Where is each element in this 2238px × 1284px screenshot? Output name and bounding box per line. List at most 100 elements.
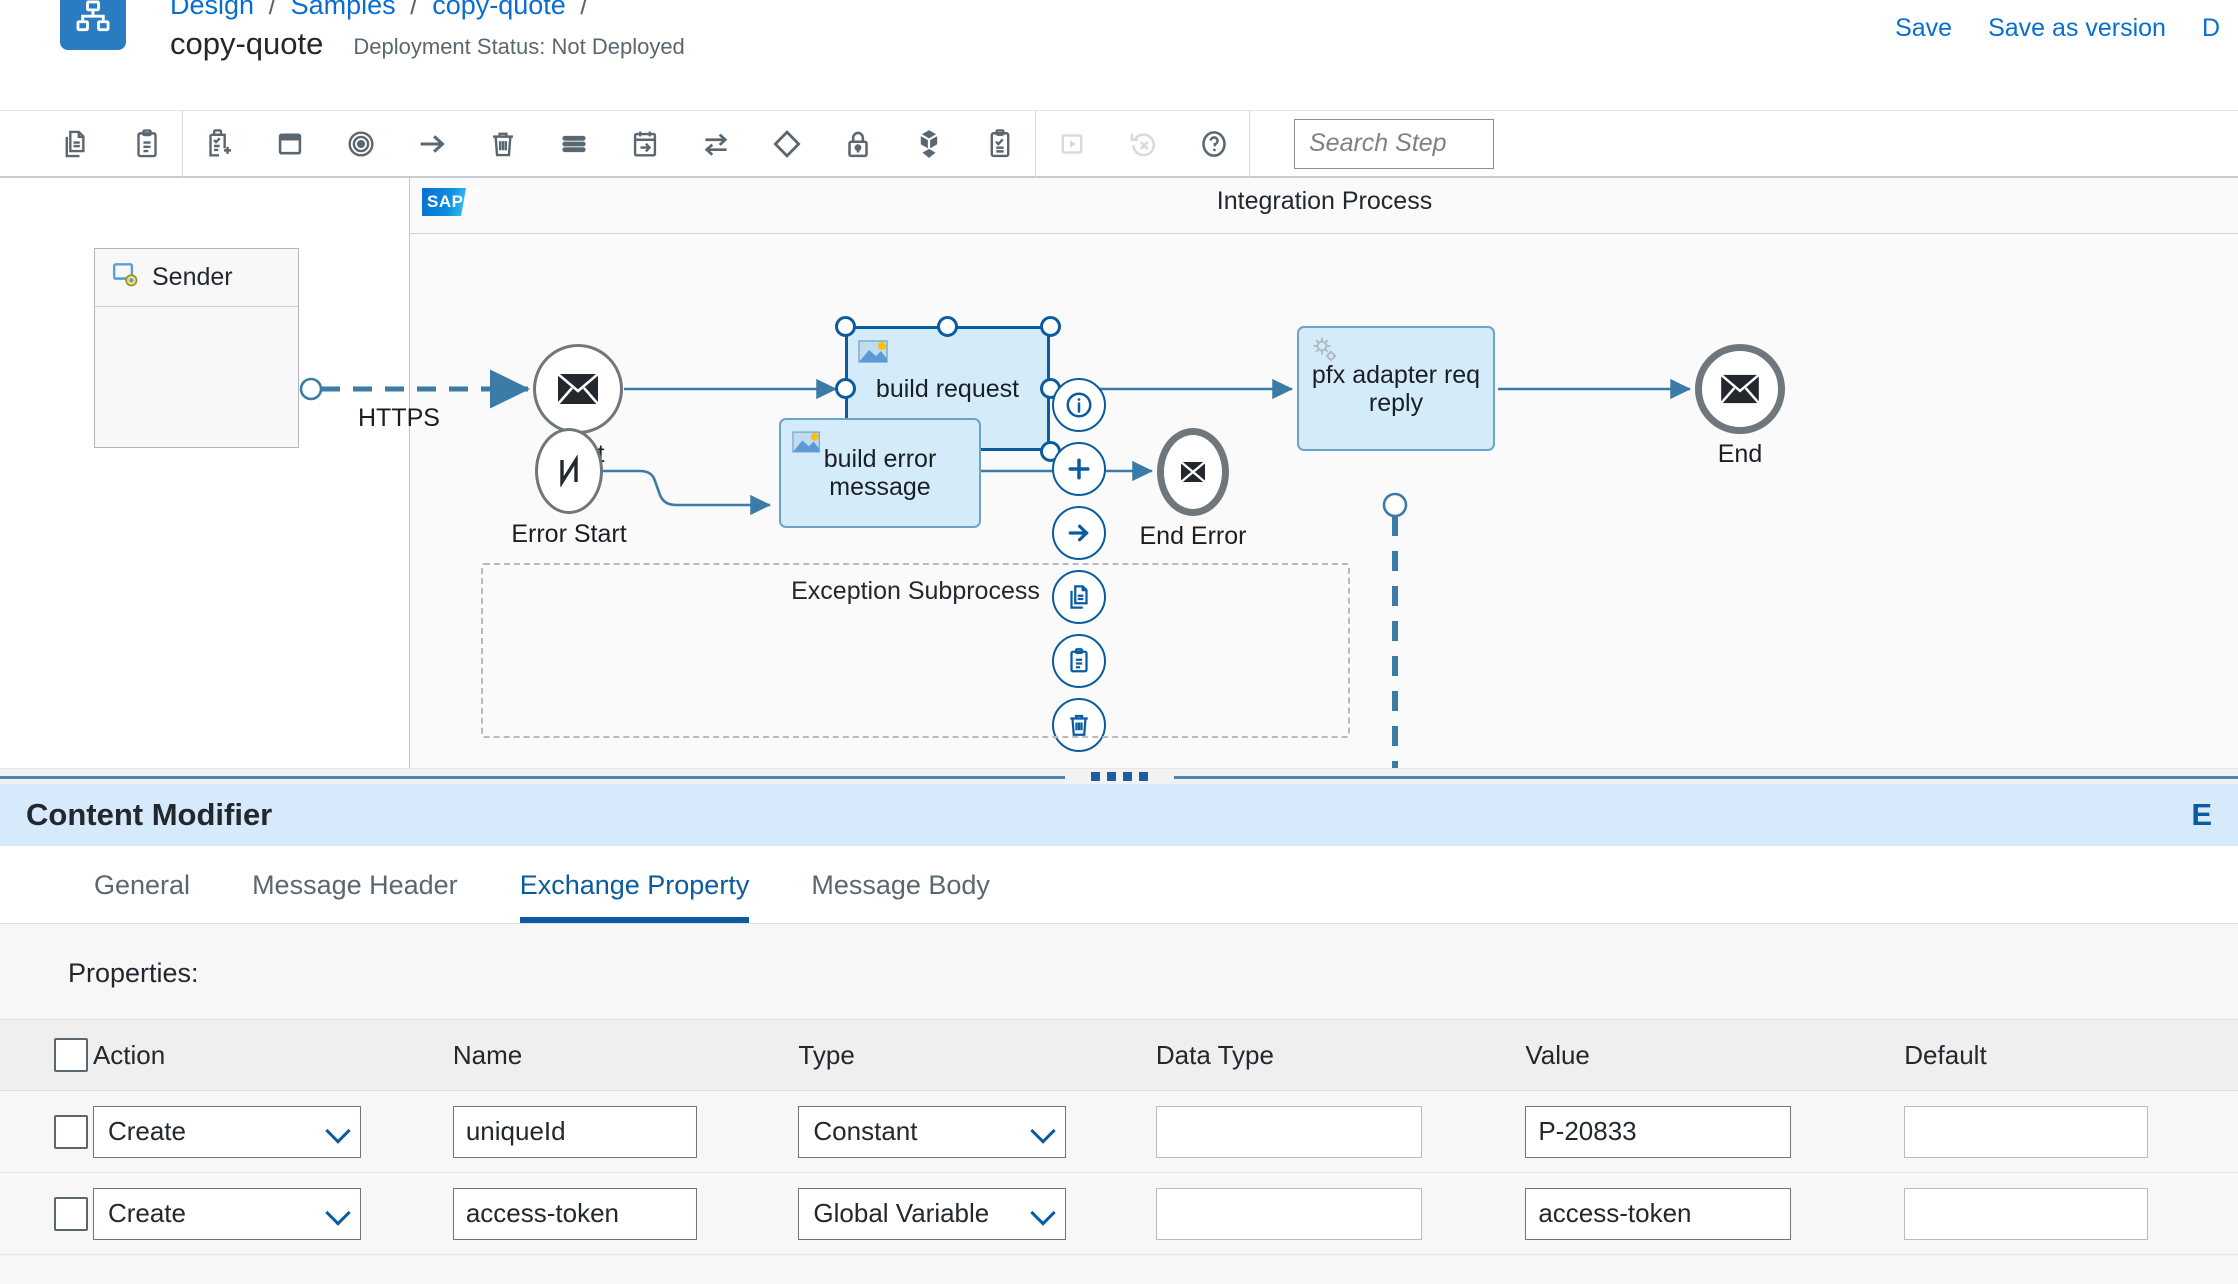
panel-splitter[interactable] bbox=[0, 768, 2238, 784]
node-build-error-message[interactable]: build error message bbox=[779, 418, 981, 528]
target-icon[interactable] bbox=[325, 110, 396, 178]
row-checkbox[interactable] bbox=[54, 1114, 88, 1149]
row-checkbox[interactable] bbox=[54, 1196, 88, 1231]
breadcrumb-separator: / bbox=[268, 0, 277, 20]
value-input[interactable]: access-token bbox=[1525, 1187, 1792, 1240]
exception-subprocess[interactable]: Exception Subprocess bbox=[481, 563, 1350, 738]
action-cell: Create bbox=[92, 1090, 453, 1173]
tab-exchange-property[interactable]: Exchange Property bbox=[519, 870, 749, 923]
search-step-input[interactable]: Search Step bbox=[1294, 118, 1494, 169]
chevron-down-icon bbox=[325, 1199, 351, 1226]
save-as-version-button[interactable]: Save as version bbox=[1988, 13, 2166, 42]
type-select[interactable]: Global Variable bbox=[798, 1187, 1067, 1240]
lightning-bolt-icon bbox=[560, 455, 578, 487]
breadcrumb-item-design[interactable]: Design bbox=[170, 0, 255, 20]
node-error-start[interactable]: Error Start bbox=[511, 428, 627, 548]
error-end-event-shape[interactable] bbox=[1157, 428, 1229, 516]
table-body: Create uniqueId Constant bbox=[0, 1090, 2238, 1255]
breadcrumb-item-samples[interactable]: Samples bbox=[290, 0, 396, 20]
pool-icon[interactable] bbox=[254, 110, 325, 178]
tab-message-header[interactable]: Message Header bbox=[252, 870, 458, 900]
default-input[interactable] bbox=[1904, 1105, 2149, 1158]
end-event-shape[interactable] bbox=[1695, 344, 1785, 434]
chevron-down-icon bbox=[325, 1117, 351, 1144]
data-type-input[interactable] bbox=[1155, 1187, 1422, 1240]
copy-icon[interactable] bbox=[1052, 570, 1106, 624]
lock-icon[interactable] bbox=[822, 110, 893, 178]
node-context-menu[interactable] bbox=[1052, 378, 1106, 762]
save-button[interactable]: Save bbox=[1895, 13, 1953, 42]
default-input[interactable] bbox=[1904, 1187, 2149, 1240]
row-select-cell bbox=[0, 1172, 93, 1255]
name-input[interactable]: uniqueId bbox=[452, 1105, 697, 1158]
column-header-default: Default bbox=[1904, 1019, 2238, 1091]
node-end[interactable]: End bbox=[1695, 344, 1785, 468]
calendar-arrow-icon[interactable] bbox=[609, 110, 680, 178]
pfx-adapter-task-shape[interactable]: pfx adapter req reply bbox=[1297, 326, 1495, 451]
build-error-task-label: build error message bbox=[823, 445, 937, 501]
tab-message-body[interactable]: Message Body bbox=[811, 870, 990, 900]
data-type-input[interactable] bbox=[1155, 1105, 1422, 1158]
resize-handle-ne[interactable] bbox=[1040, 316, 1061, 337]
paste-icon[interactable] bbox=[111, 110, 182, 178]
type-cell: Global Variable bbox=[798, 1172, 1156, 1255]
node-end-error[interactable]: End Error bbox=[1140, 428, 1246, 550]
node-pfx-adapter-req-reply[interactable]: pfx adapter req reply bbox=[1297, 326, 1495, 451]
list-icon[interactable] bbox=[538, 110, 609, 178]
node-start[interactable]: Start bbox=[533, 344, 623, 468]
deploy-button[interactable]: D bbox=[2201, 13, 2220, 42]
trash-icon[interactable] bbox=[1052, 698, 1106, 752]
name-cell: uniqueId bbox=[452, 1090, 799, 1173]
toolbar-group-palette bbox=[183, 111, 1035, 176]
sender-participant[interactable]: Sender bbox=[94, 248, 299, 448]
error-start-event-shape[interactable] bbox=[535, 428, 603, 514]
info-icon[interactable] bbox=[1052, 378, 1106, 432]
toolbar-divider bbox=[1249, 109, 1250, 178]
build-error-task-shape[interactable]: build error message bbox=[779, 418, 981, 528]
table-row: Create access-token Global Variable bbox=[0, 1172, 2238, 1255]
undo-x-icon[interactable] bbox=[1107, 110, 1178, 178]
add-task-icon[interactable] bbox=[183, 110, 254, 178]
exception-subprocess-title: Exception Subprocess bbox=[791, 577, 1040, 605]
toolbar-group-run bbox=[1036, 111, 1249, 176]
trash-icon[interactable] bbox=[467, 110, 538, 178]
breadcrumb-item-copy-quote[interactable]: copy-quote bbox=[432, 0, 566, 20]
action-select[interactable]: Create bbox=[92, 1105, 361, 1158]
column-header-type: Type bbox=[798, 1019, 1156, 1091]
panel-header-action[interactable]: E bbox=[2191, 797, 2212, 832]
plus-icon[interactable] bbox=[1052, 442, 1106, 496]
value-input[interactable]: P-20833 bbox=[1525, 1105, 1792, 1158]
type-select-value: Constant bbox=[813, 1116, 918, 1146]
table-row: Create uniqueId Constant bbox=[0, 1090, 2238, 1173]
cube-icon[interactable] bbox=[893, 110, 964, 178]
copy-icon[interactable] bbox=[40, 110, 111, 178]
grip-dot bbox=[1122, 772, 1132, 781]
integration-flow-canvas[interactable]: Sender SAP Integration Process bbox=[0, 178, 2238, 776]
integration-process-title: Integration Process bbox=[1216, 187, 1433, 215]
select-all-checkbox[interactable] bbox=[54, 1038, 88, 1072]
diamond-icon[interactable] bbox=[751, 110, 822, 178]
table-header-row: Action Name Type Data Type Value Default bbox=[0, 1019, 2238, 1091]
type-select[interactable]: Constant bbox=[798, 1105, 1067, 1158]
app-header: Design / Samples / copy-quote / copy-quo… bbox=[0, 0, 2238, 110]
arrow-right-icon[interactable] bbox=[396, 110, 467, 178]
start-event-shape[interactable] bbox=[533, 344, 623, 434]
resize-handle-w[interactable] bbox=[835, 378, 856, 399]
play-icon[interactable] bbox=[1036, 110, 1107, 178]
arrow-right-icon[interactable] bbox=[1052, 506, 1106, 560]
action-select[interactable]: Create bbox=[92, 1187, 361, 1240]
clipboard-check-icon[interactable] bbox=[964, 110, 1035, 178]
deployment-status: Deployment Status: Not Deployed bbox=[353, 34, 685, 59]
splitter-grip[interactable] bbox=[1064, 772, 1174, 781]
tab-general[interactable]: General bbox=[94, 870, 191, 900]
sap-logo-icon: SAP bbox=[422, 188, 478, 216]
paste-icon[interactable] bbox=[1052, 634, 1106, 688]
error-x-icon bbox=[1180, 461, 1206, 483]
name-input[interactable]: access-token bbox=[452, 1187, 697, 1240]
swap-arrows-icon[interactable] bbox=[680, 110, 751, 178]
resize-handle-nw[interactable] bbox=[835, 316, 856, 337]
help-icon[interactable] bbox=[1178, 110, 1249, 178]
toolbar-divider bbox=[1035, 109, 1036, 178]
resize-handle-n[interactable] bbox=[937, 316, 958, 337]
sender-participant-label: Sender bbox=[152, 263, 233, 291]
